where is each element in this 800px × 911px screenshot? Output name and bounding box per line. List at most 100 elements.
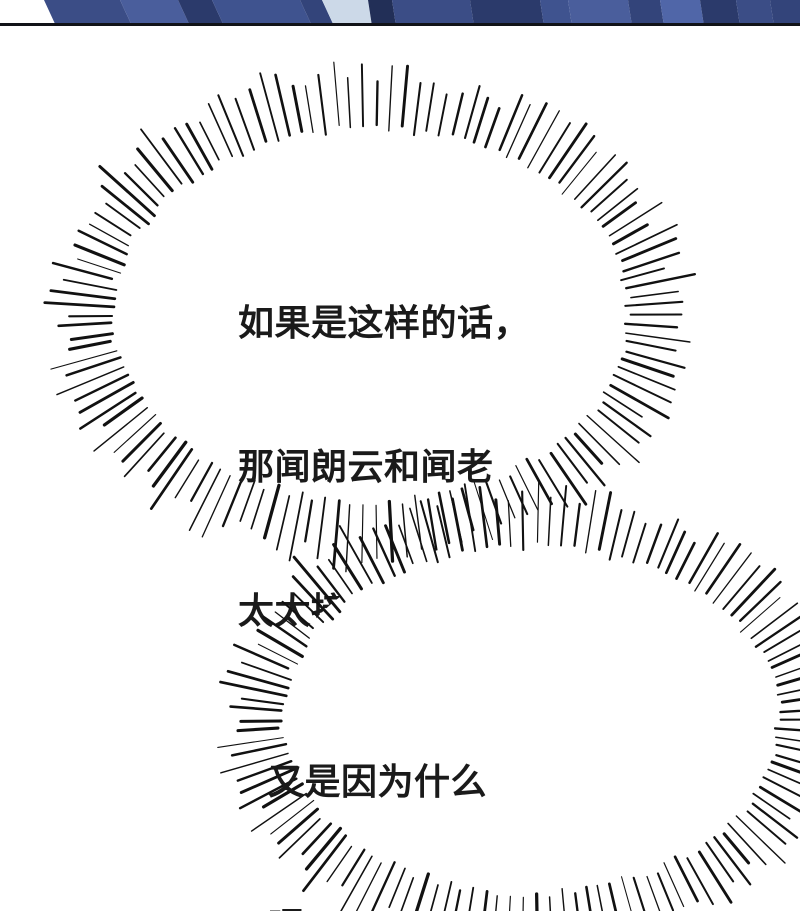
bubble-spike bbox=[102, 396, 144, 427]
speech-bubble-upper-burst bbox=[43, 61, 697, 573]
bubble-spike bbox=[43, 301, 116, 309]
bubble-spike bbox=[574, 154, 617, 200]
bubble-spike bbox=[484, 107, 501, 149]
bubble-spike bbox=[775, 743, 800, 751]
cloth-fold-3 bbox=[178, 0, 224, 26]
bubble-spike bbox=[238, 777, 298, 810]
bubble-spike bbox=[775, 736, 800, 742]
bubble-spike bbox=[739, 597, 781, 633]
bubble-spike bbox=[293, 593, 325, 624]
bubble-spike bbox=[505, 103, 531, 159]
bubble-spike bbox=[632, 876, 646, 911]
bubble-spike bbox=[608, 201, 663, 237]
speech-bubble-lower-burst bbox=[217, 480, 800, 911]
bubble-spike bbox=[632, 522, 647, 564]
bubble-spike bbox=[621, 876, 632, 911]
bubble-spike bbox=[173, 127, 205, 176]
bubble-spike bbox=[358, 536, 385, 585]
bubble-spike bbox=[134, 164, 165, 198]
bubble-spike bbox=[345, 504, 351, 573]
bubble-spikes bbox=[217, 480, 800, 911]
bubble-spike bbox=[123, 432, 165, 478]
bubble-spike bbox=[483, 889, 489, 911]
bubble-spike bbox=[536, 480, 540, 543]
bubble-spike bbox=[291, 575, 335, 621]
cloth-fold-8 bbox=[470, 0, 544, 26]
speech-bubble-upper bbox=[0, 55, 800, 575]
bubble-spike bbox=[372, 527, 396, 577]
bubble-spike bbox=[515, 465, 539, 511]
bubble-spike bbox=[188, 468, 222, 531]
bubble-spike bbox=[338, 525, 373, 584]
bubble-spike bbox=[304, 499, 314, 543]
bubble-spike bbox=[622, 251, 681, 273]
bubble-spike bbox=[304, 826, 343, 871]
bubble-spike bbox=[219, 680, 288, 698]
bubble-spike bbox=[140, 128, 183, 185]
bubble-spike bbox=[527, 110, 560, 169]
bubble-spike bbox=[517, 102, 548, 160]
bubble-spike bbox=[259, 72, 280, 142]
cloth-fold-5 bbox=[300, 0, 334, 26]
bubble-spike bbox=[69, 332, 114, 341]
bubble-spike bbox=[409, 507, 428, 563]
bubble-spike bbox=[617, 365, 676, 391]
bubble-spike bbox=[451, 497, 464, 552]
bubble-spike bbox=[436, 505, 451, 559]
bubble-spike bbox=[74, 373, 130, 402]
bubble-spike bbox=[316, 565, 346, 603]
bubble-spike bbox=[326, 845, 353, 883]
bubble-spike bbox=[623, 322, 679, 329]
bubble-spike bbox=[713, 836, 752, 886]
bubble-spike bbox=[261, 782, 304, 809]
bubble-spike bbox=[602, 391, 643, 418]
bubble-spike bbox=[625, 272, 697, 290]
bubble-spike bbox=[597, 187, 639, 222]
bubble-spike bbox=[426, 498, 440, 561]
bubble-spike bbox=[443, 881, 453, 911]
bubble-spike bbox=[185, 122, 214, 171]
bubble-spike bbox=[201, 475, 231, 538]
bubble-interior bbox=[102, 120, 638, 510]
bubble-spike bbox=[705, 841, 735, 883]
bubble-spike bbox=[327, 558, 353, 595]
bubble-spike bbox=[609, 383, 670, 420]
bubble-spike bbox=[333, 61, 340, 127]
bubble-spike bbox=[498, 479, 516, 519]
bubble-spike bbox=[573, 432, 604, 465]
bubble-spike bbox=[105, 202, 141, 229]
bubble-spike bbox=[301, 822, 333, 856]
bubble-spike bbox=[750, 602, 799, 640]
speech-bubble-lower-text: 又是因为什么 呢…… bbox=[268, 662, 487, 911]
bubble-spike bbox=[780, 698, 800, 704]
bubble-spike bbox=[767, 768, 800, 785]
bubble-spike bbox=[580, 161, 628, 209]
bubble-spike bbox=[508, 895, 511, 911]
bubble-spike bbox=[590, 178, 628, 213]
bubble-spike bbox=[332, 543, 363, 591]
bubble-spike bbox=[49, 289, 117, 301]
bubble-spike bbox=[549, 451, 588, 506]
bubble-spike bbox=[697, 850, 733, 904]
bubble-spike bbox=[451, 92, 464, 136]
bubble-spike bbox=[123, 172, 159, 207]
bubble-spike bbox=[630, 290, 679, 299]
bubble-spike bbox=[722, 565, 761, 610]
bubble-spike bbox=[773, 727, 800, 732]
bubble-spike bbox=[770, 760, 800, 774]
previous-panel-strip bbox=[0, 0, 800, 26]
bubble-spike bbox=[93, 407, 149, 452]
bubble-spike bbox=[302, 834, 348, 893]
bubble-spike bbox=[727, 822, 767, 866]
bubble-spike bbox=[578, 422, 621, 466]
bubble-spike bbox=[656, 872, 675, 911]
bubble-spike bbox=[586, 414, 640, 464]
bubble-spike bbox=[608, 882, 618, 911]
bubble-spike bbox=[274, 73, 291, 137]
bubble-spike bbox=[535, 892, 539, 911]
cloth-fold-4 bbox=[212, 0, 312, 26]
bubble-spike bbox=[419, 500, 439, 564]
bubble-spike bbox=[776, 689, 800, 696]
bubble-spike bbox=[288, 491, 304, 562]
bubble-spike bbox=[694, 542, 725, 592]
